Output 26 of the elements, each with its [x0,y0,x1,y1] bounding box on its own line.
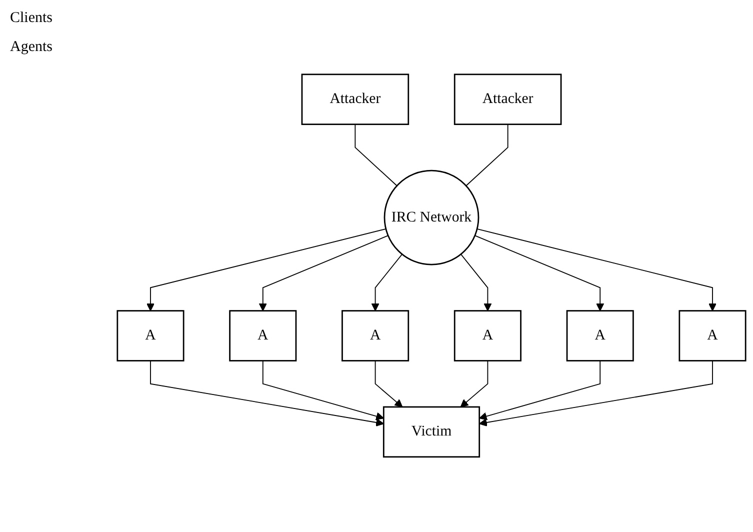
node-box: A [566,310,634,362]
node-box: A [678,310,746,362]
node-box: A [229,310,297,362]
arrow [374,360,403,408]
node-box: A [342,310,410,362]
arrow [371,254,403,312]
arrow [478,360,601,421]
connector [354,124,398,187]
node-box: Attacker [301,74,410,126]
node-box: A [116,310,184,362]
arrow [476,228,717,312]
arrow [460,360,488,408]
node-box: Victim [382,406,480,458]
group-label: Clients [10,10,54,27]
arrow [474,236,604,312]
node-circle: IRC Network [384,170,480,266]
node-box: Attacker [454,74,562,126]
arrow [150,360,384,427]
arrow [460,254,492,312]
node-box: A [454,310,522,362]
group-label: Agents [10,39,54,56]
arrow [258,236,389,312]
connector [466,124,508,187]
arrow [146,228,386,312]
arrow [478,360,713,427]
arrow [262,360,384,421]
